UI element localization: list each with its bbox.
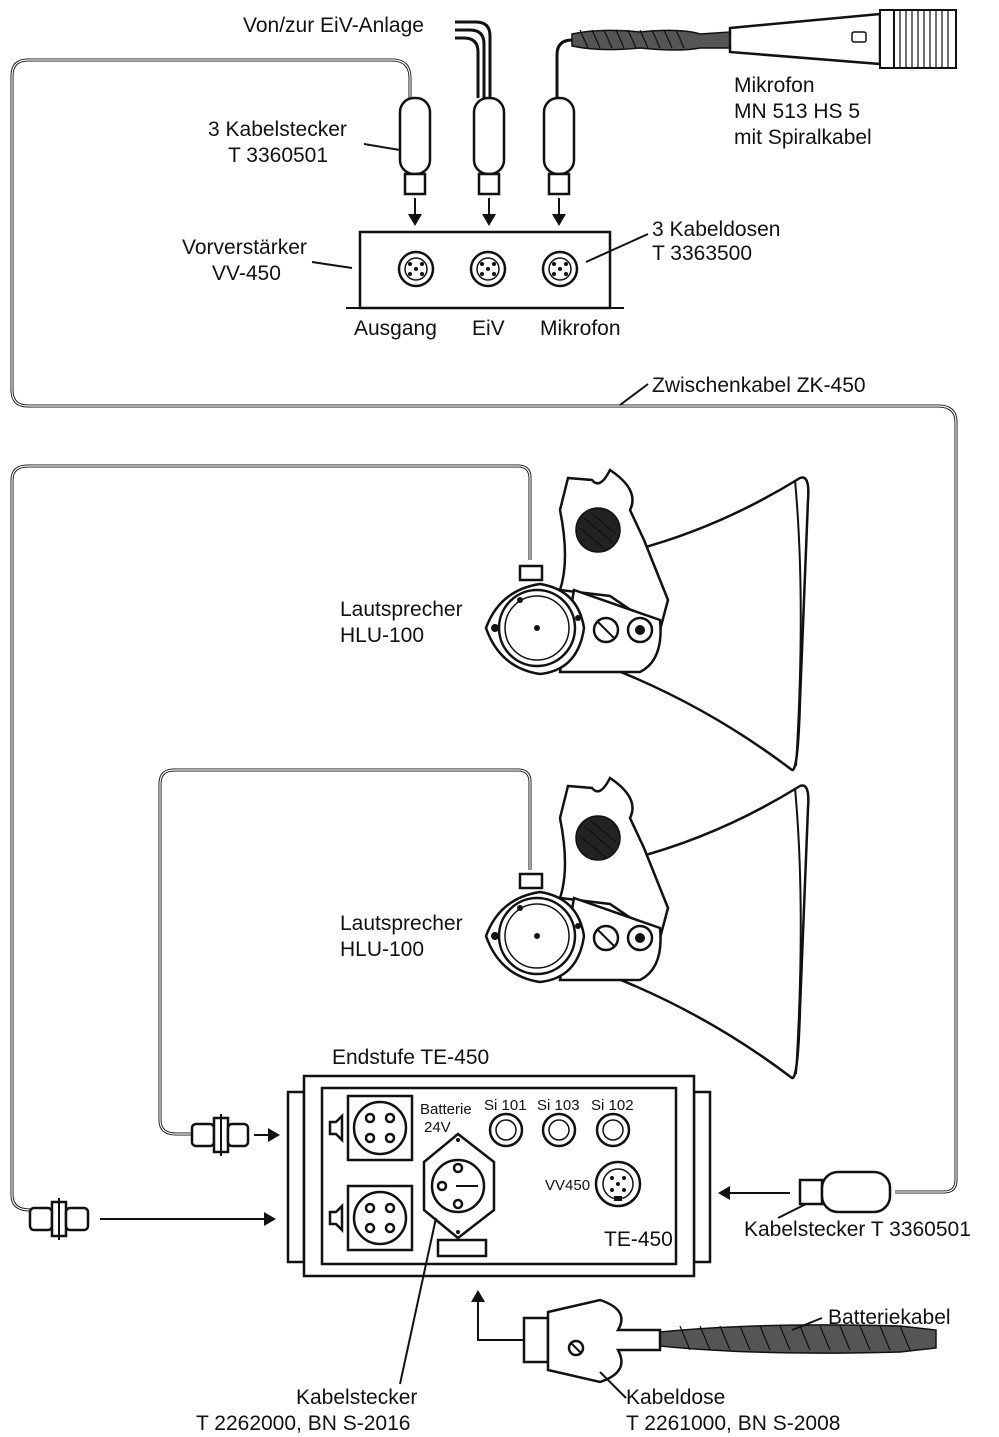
speaker2-label-1: Lautsprecher [340, 912, 463, 935]
te450-label-plate [438, 1240, 486, 1256]
fuses [490, 1114, 629, 1146]
battery-arrow [471, 1290, 524, 1340]
spiral-cable [572, 30, 730, 50]
batterie-label-2: 24V [424, 1119, 451, 1136]
kstecker-label-1: Kabelstecker [296, 1386, 417, 1409]
mic-label-3: mit Spiralkabel [734, 126, 872, 149]
vv450-label: VV450 [545, 1177, 590, 1194]
speaker-hlu100-1 [486, 470, 808, 770]
socket-ausgang [399, 252, 433, 286]
socket-mikrofon [543, 252, 577, 286]
battery-cable [660, 1325, 936, 1353]
si103-label: Si 103 [537, 1097, 580, 1114]
kabeldose-battery [524, 1300, 660, 1382]
port-mikrofon-label: Mikrofon [540, 317, 621, 340]
kabelstecker-te-label: Kabelstecker T 3360501 [744, 1218, 971, 1241]
sockets-label-1: 3 Kabeldosen [652, 218, 780, 241]
cable-plug-ausgang [400, 98, 430, 194]
microphone-grille [894, 10, 956, 68]
kdose-label-1: Kabeldose [626, 1386, 725, 1409]
endstufe-label: Endstufe TE-450 [332, 1046, 489, 1069]
cable-plug-eiv [474, 98, 504, 194]
connector-speaker2 [192, 1114, 280, 1156]
port-ausgang-label: Ausgang [354, 317, 437, 340]
plugs-label-1: 3 Kabelstecker [208, 118, 347, 141]
eiv-anlage-label: Von/zur EiV-Anlage [243, 14, 424, 37]
speaker1-label-1: Lautsprecher [340, 598, 463, 621]
si101-label: Si 101 [484, 1097, 527, 1114]
mic-label-1: Mikrofon [734, 74, 815, 97]
sockets-label-2: T 3363500 [652, 242, 752, 265]
port-eiv-label: EiV [472, 317, 505, 340]
te450-label: TE-450 [604, 1228, 673, 1251]
preamp-label-1: Vorverstärker [182, 236, 307, 259]
plugs-label-2: T 3360501 [228, 144, 328, 167]
si102-label: Si 102 [591, 1097, 634, 1114]
speaker2-label-2: HLU-100 [340, 938, 424, 961]
eiv-cable [455, 22, 490, 98]
cable-plug-mikrofon [544, 98, 574, 194]
socket-eiv [471, 252, 505, 286]
batterie-label-1: Batterie [420, 1101, 472, 1118]
mic-label-2: MN 513 HS 5 [734, 100, 860, 123]
vv450-socket [596, 1162, 640, 1206]
zwischenkabel-cable [12, 60, 956, 1192]
kdose-label-2: T 2261000, BN S-2008 [626, 1412, 840, 1435]
kstecker-label-2: T 2262000, BN S-2016 [196, 1412, 410, 1435]
connector-speaker1 [30, 1198, 276, 1240]
speaker1-label-2: HLU-100 [340, 624, 424, 647]
intercable-label: Zwischenkabel ZK-450 [652, 374, 866, 397]
speaker-hlu100-2 [486, 778, 808, 1078]
plug-arrows [408, 198, 566, 226]
preamp-label-2: VV-450 [212, 262, 281, 285]
preamp-vv450 [346, 232, 624, 308]
batteriekabel-label: Batteriekabel [828, 1306, 951, 1329]
